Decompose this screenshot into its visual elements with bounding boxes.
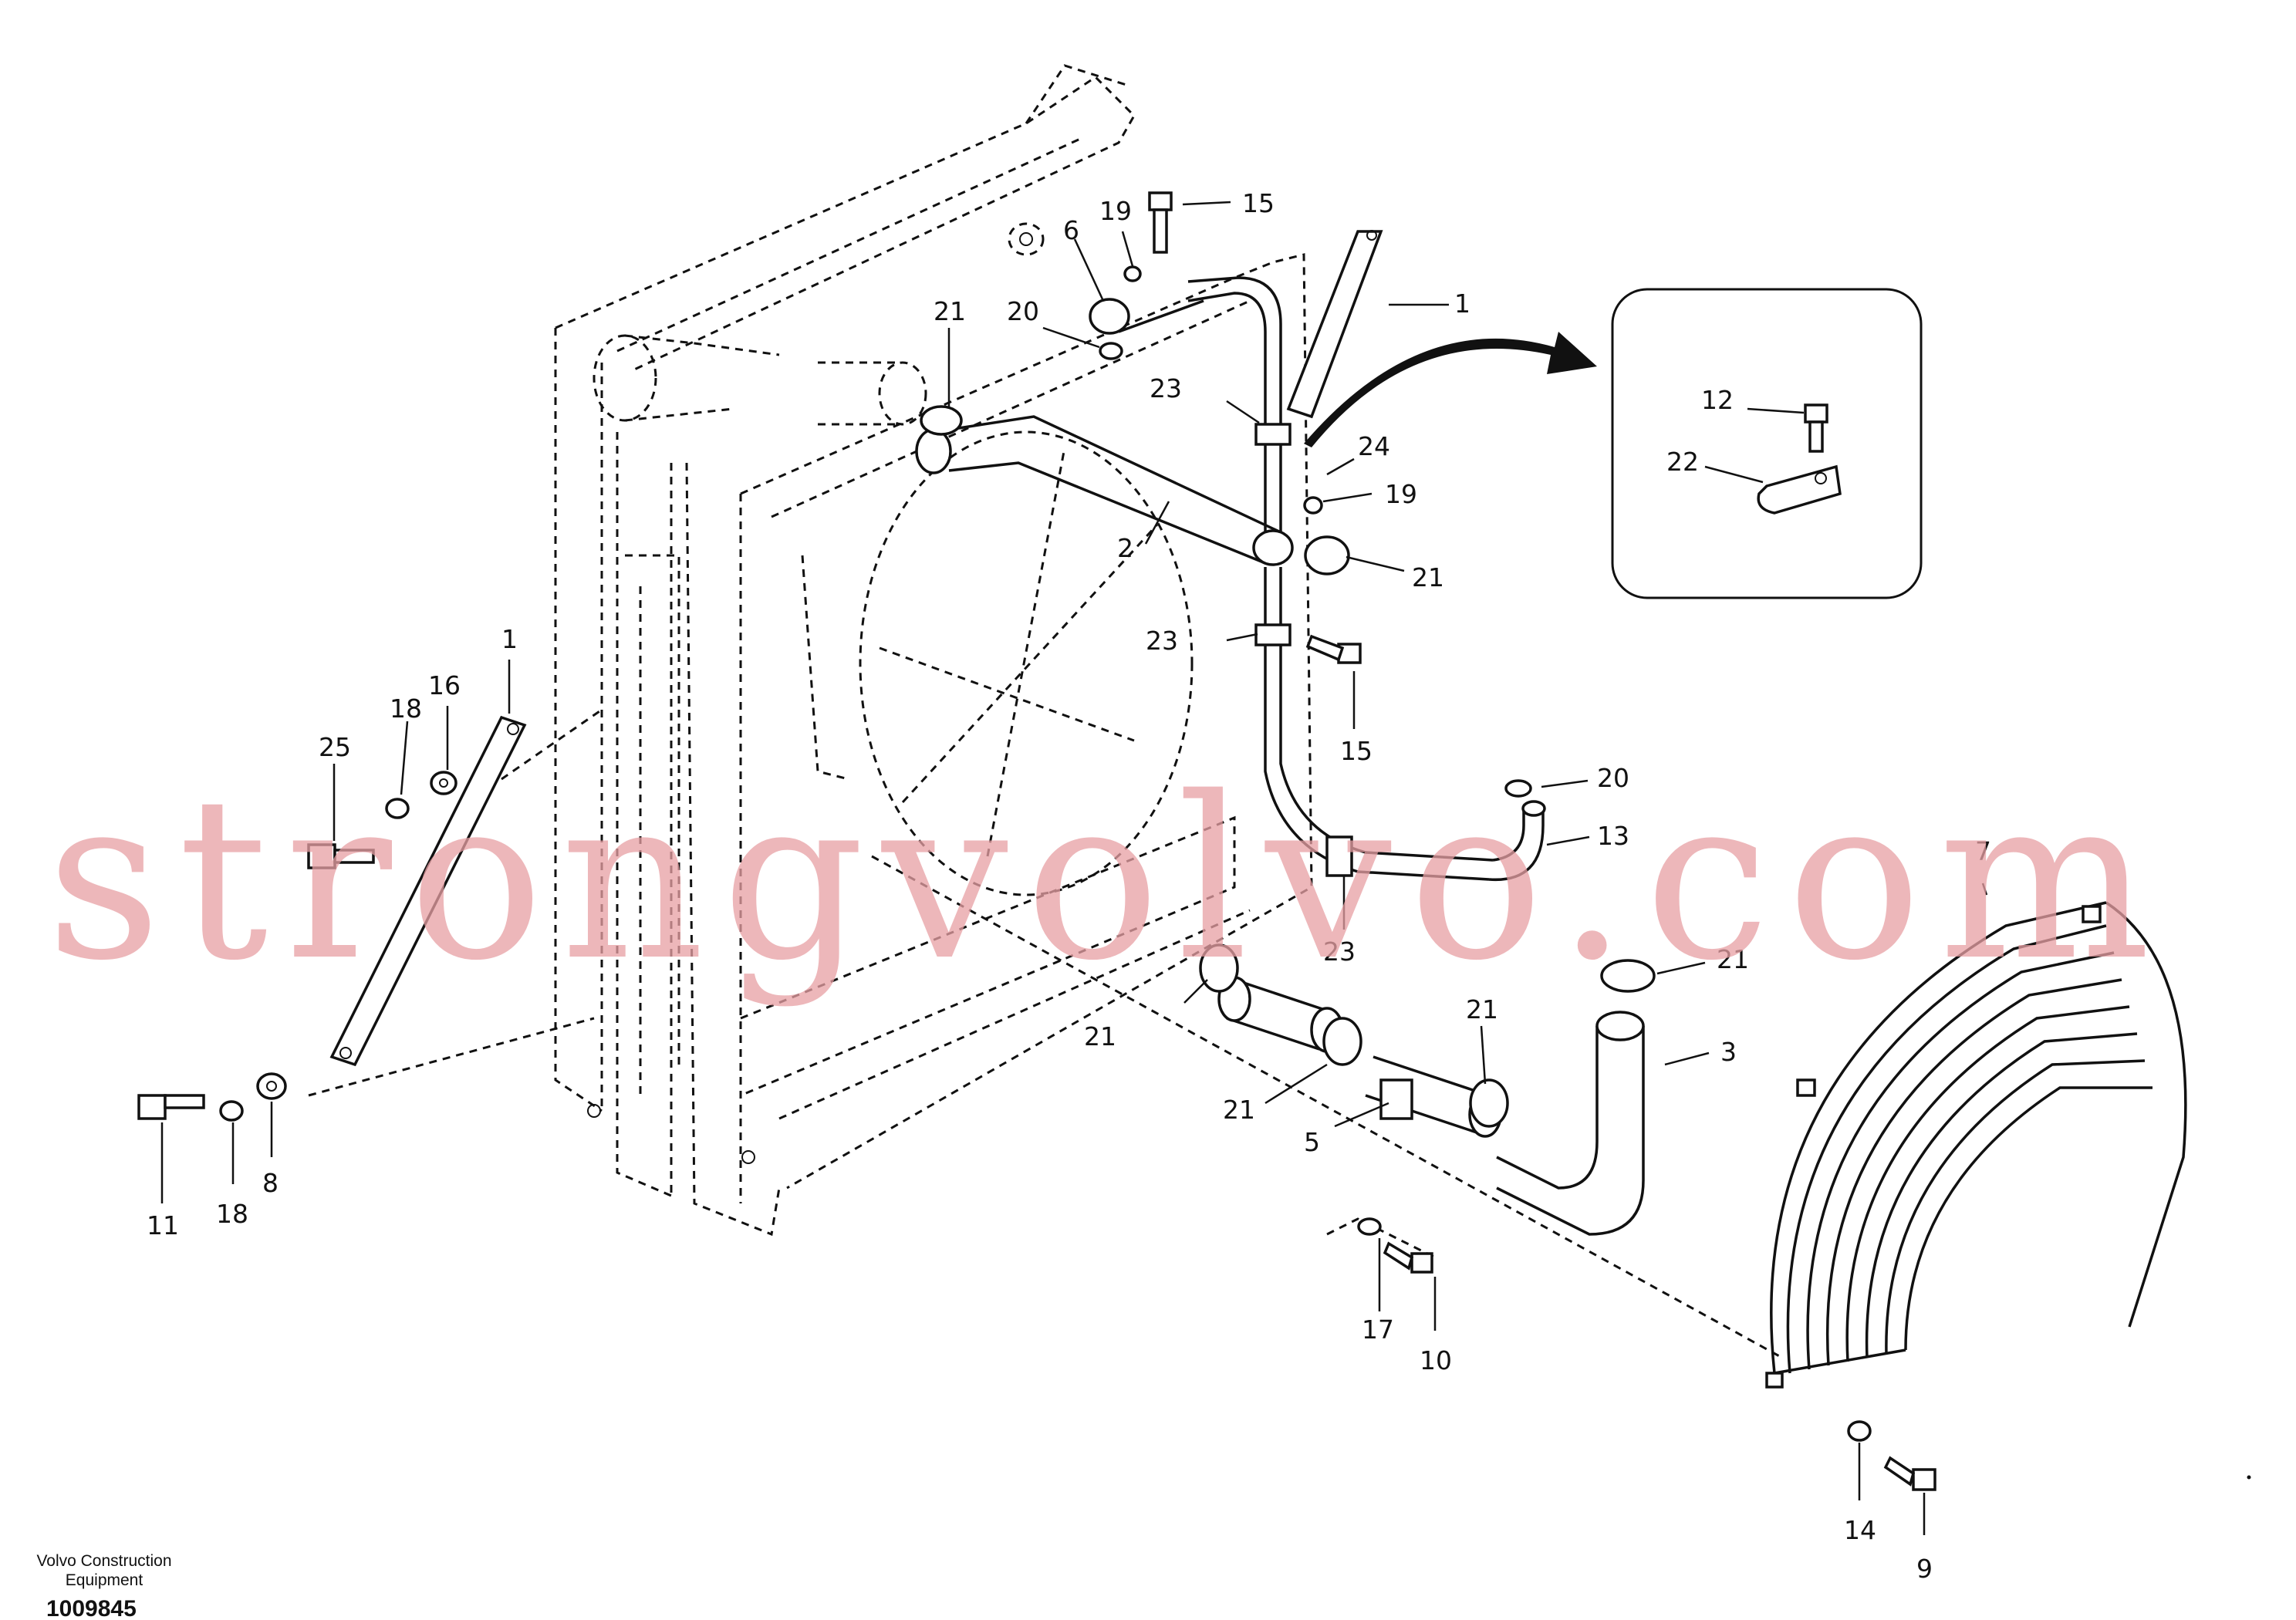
callout-22: 22 bbox=[1666, 447, 1699, 477]
footer-company-line2: Equipment bbox=[66, 1571, 144, 1589]
fan-guard-7 bbox=[1765, 901, 2187, 1389]
hose-3 bbox=[1496, 1011, 1645, 1236]
callout-5: 5 bbox=[1304, 1127, 1320, 1157]
callout-1-upper: 1 bbox=[1454, 289, 1470, 319]
hose-2 bbox=[915, 415, 1294, 566]
callout-7: 7 bbox=[1975, 836, 1991, 866]
callout-1-left: 1 bbox=[501, 624, 518, 654]
radiator-frame-outline bbox=[308, 64, 1783, 1359]
footer-company-line1: Volvo Construction bbox=[36, 1552, 171, 1570]
callout-23-top: 23 bbox=[1150, 373, 1182, 403]
detail-inset bbox=[1611, 288, 1923, 599]
bracket-1-upper bbox=[1286, 230, 1383, 419]
callout-21-top: 21 bbox=[934, 296, 966, 326]
callout-21-left: 21 bbox=[1084, 1021, 1116, 1051]
callout-6: 6 bbox=[1063, 215, 1079, 245]
callout-2: 2 bbox=[1117, 533, 1133, 563]
callout-labels: 15 19 6 20 21 23 1 24 19 21 2 23 15 20 1… bbox=[147, 188, 1991, 1584]
callout-16: 16 bbox=[428, 670, 461, 700]
callout-15-top: 15 bbox=[1242, 188, 1275, 218]
callout-10: 10 bbox=[1420, 1345, 1452, 1375]
callout-15-mid: 15 bbox=[1340, 736, 1373, 766]
callout-24: 24 bbox=[1358, 431, 1390, 461]
callout-19-mid: 19 bbox=[1385, 479, 1417, 509]
footer-block: Volvo Construction Equipment 1009845 bbox=[36, 1552, 171, 1620]
callout-21-mid: 21 bbox=[1412, 562, 1444, 592]
footer-drawing-number: 1009845 bbox=[46, 1596, 137, 1620]
callout-20-right: 20 bbox=[1597, 763, 1629, 793]
bolts bbox=[137, 191, 1936, 1491]
callout-19-top: 19 bbox=[1099, 196, 1132, 226]
callout-8: 8 bbox=[262, 1168, 279, 1198]
hose-13 bbox=[1488, 800, 1546, 882]
bracket-1-left bbox=[329, 715, 527, 1067]
callout-18-upper: 18 bbox=[390, 694, 422, 724]
callout-13: 13 bbox=[1597, 821, 1629, 851]
callout-20-top: 20 bbox=[1007, 296, 1039, 326]
callout-21-right: 21 bbox=[1717, 944, 1749, 974]
clamp-6 bbox=[1089, 298, 1204, 360]
leader-lines bbox=[160, 201, 1988, 1535]
washers bbox=[219, 265, 1872, 1442]
callout-23-mid: 23 bbox=[1146, 626, 1178, 656]
callout-12: 12 bbox=[1701, 385, 1734, 415]
callout-11: 11 bbox=[147, 1210, 179, 1240]
callout-3: 3 bbox=[1720, 1037, 1737, 1067]
callout-21-low: 21 bbox=[1466, 994, 1498, 1024]
callout-17: 17 bbox=[1362, 1315, 1394, 1345]
callout-9: 9 bbox=[1916, 1554, 1933, 1584]
hose-clamps-21 bbox=[920, 405, 1656, 1128]
callout-21-bottom: 21 bbox=[1223, 1095, 1255, 1125]
stray-dot bbox=[2247, 1475, 2251, 1480]
callout-25: 25 bbox=[319, 732, 351, 762]
detail-arrow bbox=[1304, 332, 1597, 447]
callout-23-low: 23 bbox=[1323, 937, 1356, 967]
hose-23 bbox=[1187, 276, 1494, 881]
callout-14: 14 bbox=[1844, 1515, 1876, 1545]
callout-18-lower: 18 bbox=[216, 1199, 248, 1229]
watermark-text: strongvolvo.com bbox=[46, 750, 2168, 1010]
